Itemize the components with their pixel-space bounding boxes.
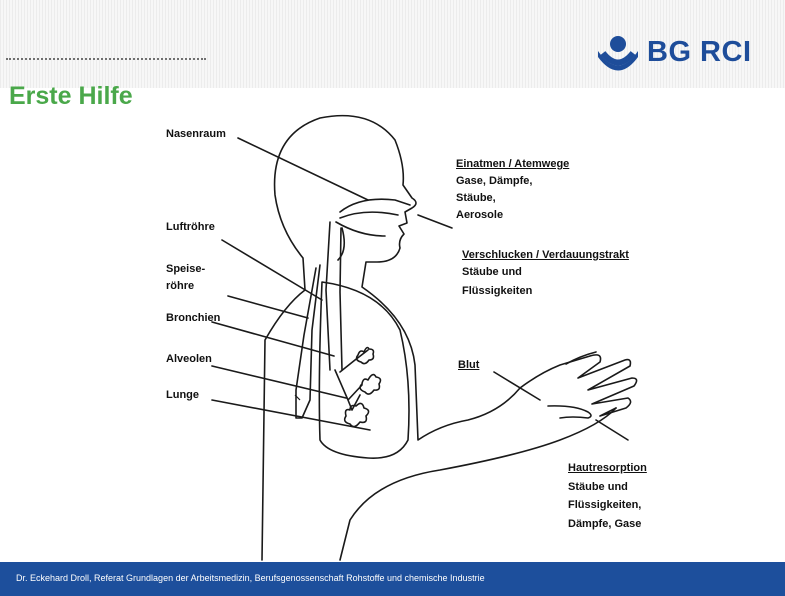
route-haut-heading: Hautresorption (568, 460, 647, 477)
route-haut-line: Flüssigkeiten, (568, 497, 641, 514)
pointer-nasenraum (238, 138, 368, 200)
route-verschlucken-line: Flüssigkeiten (462, 283, 532, 300)
route-haut-line: Stäube und (568, 479, 628, 496)
lung-outline (319, 282, 409, 458)
route-verschlucken-line: Stäube und (462, 264, 522, 281)
pointer-speise (228, 296, 308, 318)
route-einatmen-heading: Einatmen / Atemwege (456, 156, 569, 173)
nasal-cavity (340, 199, 410, 212)
route-einatmen-line: Stäube, (456, 190, 496, 207)
route-blut-heading: Blut (458, 357, 479, 374)
label-speiseroehre-2: röhre (166, 278, 194, 295)
pointer-alveolen (212, 366, 346, 398)
route-einatmen-line: Aerosole (456, 207, 503, 224)
hand-outline (520, 355, 637, 416)
label-alveolen: Alveolen (166, 351, 212, 368)
route-haut-line: Dämpfe, Gase (568, 516, 641, 533)
alveoli (345, 403, 369, 426)
label-luftroehre: Luftröhre (166, 219, 215, 236)
trachea (326, 222, 330, 370)
label-nasenraum: Nasenraum (166, 126, 226, 143)
pointer-haut (596, 420, 628, 440)
pointer-einatmen (418, 215, 452, 228)
label-speiseroehre-1: Speise- (166, 261, 205, 278)
footer-bar: Dr. Eckehard Droll, Referat Grundlagen d… (0, 562, 785, 596)
route-einatmen-line: Gase, Dämpfe, (456, 173, 532, 190)
pointer-luftroehre (222, 240, 322, 300)
route-verschlucken-heading: Verschlucken / Verdauungstrakt (462, 247, 629, 264)
label-bronchien: Bronchien (166, 310, 220, 327)
label-lunge: Lunge (166, 387, 199, 404)
esophagus (296, 265, 320, 418)
footer-text: Dr. Eckehard Droll, Referat Grundlagen d… (16, 573, 485, 583)
pointer-blut (494, 372, 540, 400)
